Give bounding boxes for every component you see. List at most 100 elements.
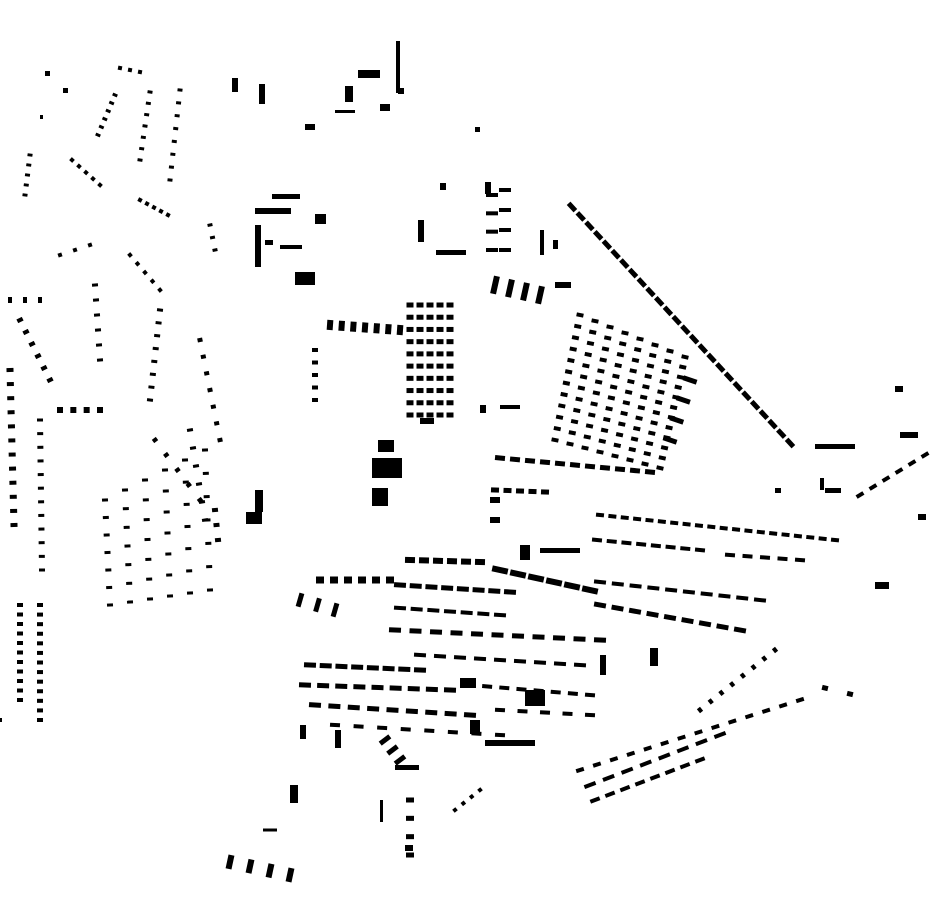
building (371, 684, 384, 691)
building (141, 478, 149, 482)
building (174, 113, 180, 118)
building (140, 135, 147, 140)
building (749, 399, 761, 411)
building (674, 384, 683, 390)
building (490, 487, 500, 493)
building (533, 660, 547, 665)
building (468, 793, 475, 800)
building (285, 867, 295, 883)
building (335, 683, 348, 689)
building (460, 558, 472, 565)
building (463, 712, 477, 718)
building (593, 637, 607, 643)
building (214, 537, 222, 543)
building (406, 815, 414, 821)
building (645, 286, 656, 298)
building (663, 358, 672, 364)
building (145, 101, 152, 106)
building (17, 650, 23, 655)
building (103, 533, 110, 537)
building (555, 282, 571, 288)
building (446, 412, 454, 418)
building (710, 723, 720, 731)
building (624, 389, 633, 395)
building (126, 600, 134, 604)
building (540, 489, 550, 495)
building (634, 779, 646, 787)
building (398, 88, 404, 94)
building (894, 467, 904, 475)
building (410, 606, 423, 612)
building (186, 569, 193, 573)
building (37, 689, 43, 694)
building (406, 834, 414, 840)
building (460, 800, 467, 807)
building (26, 163, 32, 167)
building (768, 531, 778, 536)
building (636, 336, 644, 342)
building (418, 220, 424, 242)
building (675, 395, 691, 405)
building (679, 762, 691, 770)
building (575, 396, 583, 402)
building (446, 400, 454, 406)
building (581, 445, 589, 451)
building (225, 854, 235, 870)
building (652, 409, 661, 416)
building (573, 636, 586, 642)
building (17, 603, 23, 607)
building (171, 139, 177, 144)
building (567, 691, 579, 696)
building (644, 373, 653, 380)
building (584, 351, 593, 358)
building (425, 709, 438, 716)
building (499, 208, 511, 212)
building (24, 173, 31, 177)
building (868, 483, 878, 491)
building (628, 446, 637, 453)
building (900, 432, 918, 438)
building (161, 468, 169, 472)
building (37, 473, 44, 477)
building (125, 563, 132, 567)
building (38, 513, 45, 517)
building (426, 388, 434, 394)
building (436, 363, 444, 369)
building (591, 537, 603, 543)
building (366, 705, 380, 712)
building (436, 400, 444, 406)
building (681, 354, 689, 360)
building (329, 722, 341, 728)
building (7, 424, 16, 429)
building (620, 515, 629, 521)
building (8, 297, 12, 303)
building (761, 707, 771, 714)
building (393, 582, 407, 588)
building (34, 352, 42, 360)
building (818, 536, 827, 542)
building (386, 707, 399, 713)
building (573, 662, 587, 668)
building (406, 302, 414, 308)
building (650, 648, 658, 666)
building (255, 490, 263, 512)
building (72, 247, 78, 253)
building (377, 725, 388, 731)
building (648, 352, 657, 359)
building (732, 380, 743, 392)
building (83, 169, 89, 176)
building (460, 678, 476, 688)
building (612, 373, 620, 379)
building (603, 335, 612, 341)
building (491, 632, 504, 638)
building (37, 486, 44, 490)
building (920, 451, 930, 459)
building (124, 544, 131, 548)
building (380, 800, 383, 822)
building (553, 240, 558, 249)
building (45, 71, 50, 76)
building (37, 708, 43, 713)
building (406, 412, 414, 418)
building (552, 635, 566, 641)
building (619, 258, 630, 270)
